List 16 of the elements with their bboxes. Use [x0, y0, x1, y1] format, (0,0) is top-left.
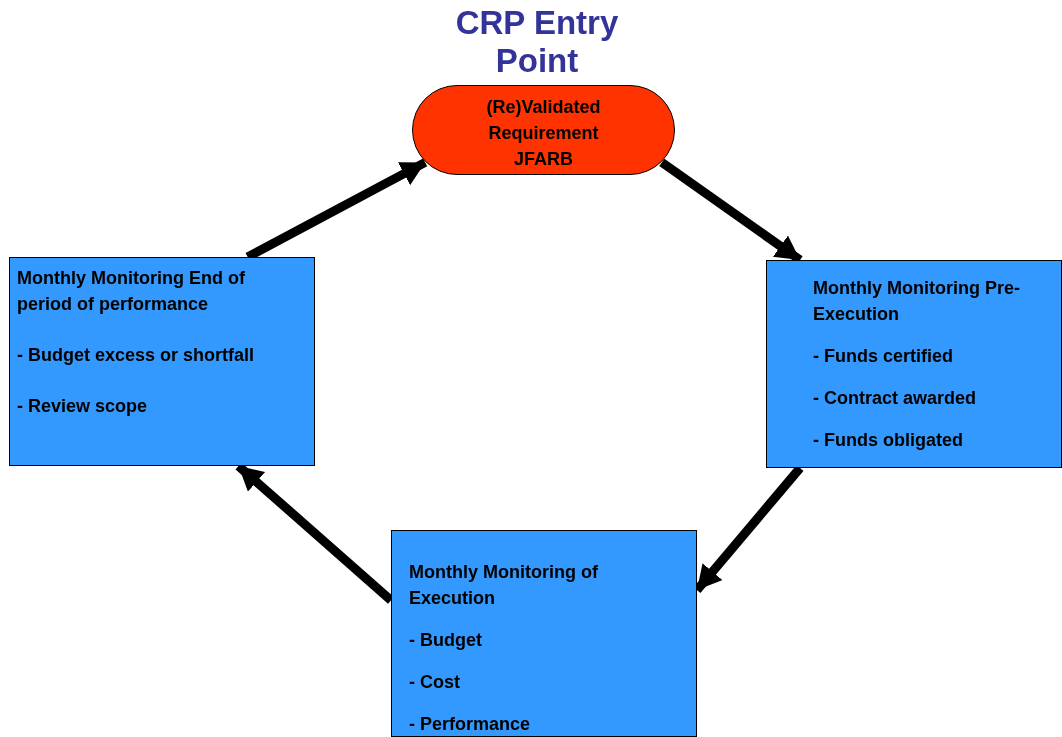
title: CRP Entry Point	[454, 4, 620, 80]
list-item: - Review scope	[17, 395, 149, 418]
process-box	[9, 257, 315, 466]
list-item: - Budget	[409, 629, 483, 652]
list-item: - Funds certified	[813, 345, 954, 368]
process-box	[766, 260, 1062, 468]
list-item: - Budget excess or shortfall	[17, 344, 256, 367]
list-item: - Funds obligated	[813, 429, 964, 452]
node-heading: (Re)Validated Requirement JFARB	[485, 96, 602, 171]
node-heading: Monthly Monitoring Pre-Execution	[813, 277, 1021, 326]
list-item: - Contract awarded	[813, 387, 978, 410]
node-heading: Monthly Monitoring End of period of performance	[17, 267, 246, 316]
process-box	[391, 530, 697, 737]
list-item: - Cost	[409, 671, 461, 694]
node-heading: Monthly Monitoring of Execution	[409, 561, 599, 610]
list-item: - Performance	[409, 713, 532, 736]
